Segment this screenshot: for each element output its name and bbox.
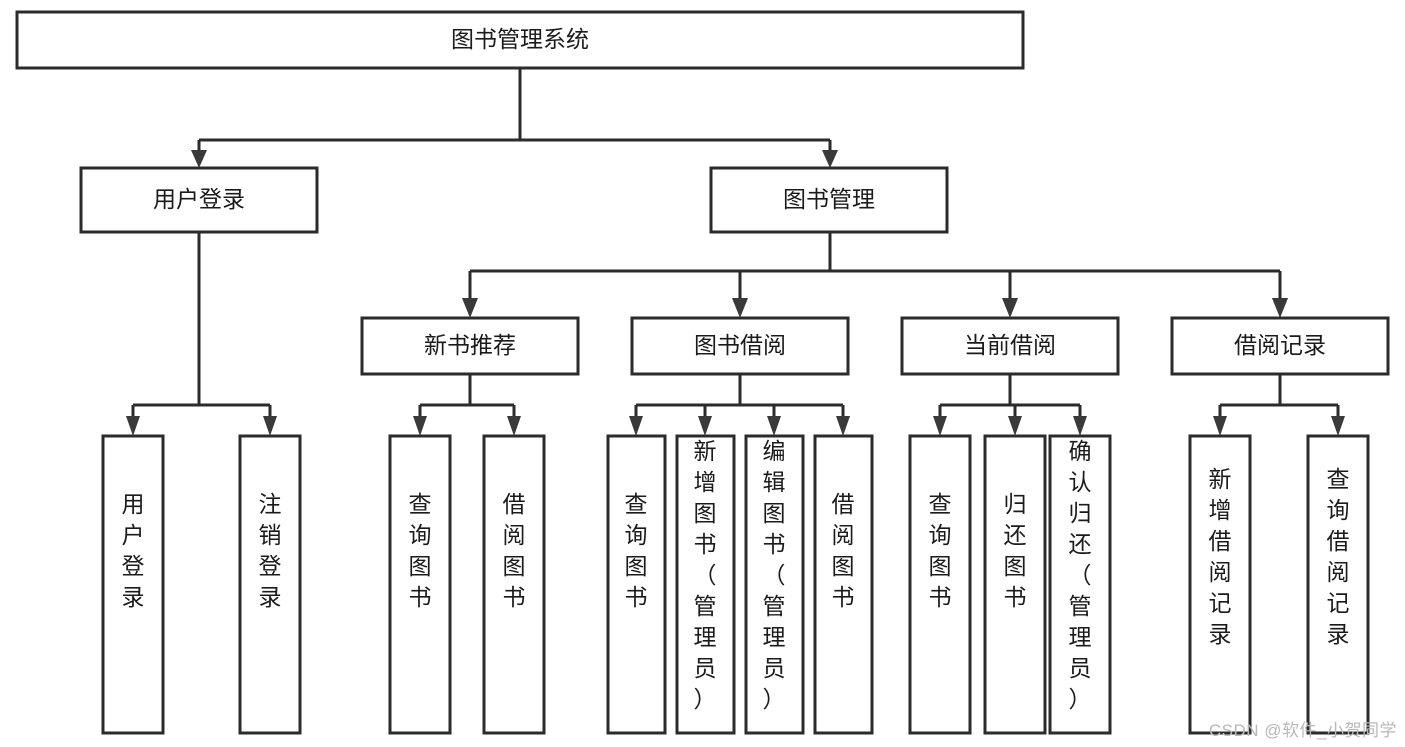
node-leaf-query-book-1-box[interactable]: [388, 434, 452, 735]
node-leaf-query-record[interactable]: 查询借阅记录: [1306, 434, 1370, 735]
node-leaf-add-book-admin[interactable]: 新增图书（管理员）: [675, 434, 736, 735]
node-leaf-edit-book-admin-box[interactable]: [744, 434, 805, 735]
node-leaf-add-record[interactable]: 新增借阅记录: [1188, 434, 1252, 735]
arrow-to-current-borrow: [1002, 298, 1018, 318]
node-current-borrow-label: 当前借阅: [964, 332, 1056, 358]
node-leaf-add-record-box[interactable]: [1188, 434, 1252, 735]
node-user-login-box[interactable]: [79, 166, 319, 234]
node-leaf-logout[interactable]: 注销登录: [238, 434, 302, 735]
node-book-manage[interactable]: 图书管理: [709, 166, 949, 234]
node-current-borrow[interactable]: 当前借阅: [900, 316, 1120, 376]
node-leaf-edit-book-admin[interactable]: 编辑图书（管理员）: [744, 434, 805, 735]
node-leaf-confirm-return-admin-box[interactable]: [1048, 434, 1112, 735]
node-leaf-logout-box[interactable]: [238, 434, 302, 735]
node-leaf-query-book-3-label: 查询图书: [929, 491, 952, 610]
connector-group-user-login-to-leaves: [126, 232, 277, 436]
node-leaf-user-login-box[interactable]: [101, 434, 165, 735]
node-leaf-query-book-1-label: 查询图书: [409, 491, 432, 610]
arrow-to-leaf-query-book-3: [933, 416, 947, 436]
arrow-to-leaf-add-book-admin: [698, 416, 712, 436]
node-leaf-query-book-2-box[interactable]: [606, 434, 667, 735]
node-leaf-query-book-1[interactable]: 查询图书: [388, 434, 452, 735]
node-root-label: 图书管理系统: [451, 26, 589, 52]
connector-group-book-manage-to-level3: [462, 232, 1288, 318]
node-leaf-logout-label: 注销登录: [259, 491, 282, 610]
node-leaf-user-login-label: 用户登录: [122, 491, 145, 610]
node-book-manage-box[interactable]: [709, 166, 949, 234]
node-leaf-query-book-2[interactable]: 查询图书: [606, 434, 667, 735]
node-leaf-return-book-box[interactable]: [983, 434, 1047, 735]
node-current-borrow-box[interactable]: [900, 316, 1120, 376]
node-new-book-rec-label: 新书推荐: [424, 332, 516, 358]
node-new-book-rec[interactable]: 新书推荐: [360, 316, 580, 376]
arrow-to-borrow-record: [1272, 298, 1288, 318]
node-leaf-query-book-3-box[interactable]: [908, 434, 972, 735]
arrow-to-leaf-query-book-1: [413, 416, 427, 436]
node-leaf-borrow-book-2[interactable]: 借阅图书: [813, 434, 874, 735]
connector-group-borrow-record-to-leaves: [1213, 374, 1345, 436]
arrow-to-leaf-query-record: [1331, 416, 1345, 436]
node-borrow-record-box[interactable]: [1170, 316, 1390, 376]
node-leaf-return-book[interactable]: 归还图书: [983, 434, 1047, 735]
arrow-to-leaf-logout: [263, 416, 277, 436]
node-leaf-query-book-3[interactable]: 查询图书: [908, 434, 972, 735]
node-root[interactable]: 图书管理系统: [15, 10, 1025, 70]
arrow-to-user-login: [191, 150, 207, 168]
node-leaf-borrow-book-2-label: 借阅图书: [832, 491, 855, 610]
node-leaf-return-book-label: 归还图书: [1004, 491, 1027, 610]
node-leaf-edit-book-admin-label: 编辑图书（管理员）: [763, 438, 786, 712]
arrow-to-leaf-add-record: [1213, 416, 1227, 436]
node-user-login[interactable]: 用户登录: [79, 166, 319, 234]
node-root-box[interactable]: [15, 10, 1025, 70]
arrow-to-leaf-borrow-book-1: [507, 416, 521, 436]
arrow-to-leaf-edit-book-admin: [767, 416, 781, 436]
node-leaf-confirm-return-admin-label: 确认归还（管理员）: [1069, 438, 1092, 712]
connector-group-book-borrow-to-leaves: [629, 374, 850, 436]
connector-group-new-book-rec-to-leaves: [413, 374, 521, 436]
node-leaf-add-book-admin-box[interactable]: [675, 434, 736, 735]
node-leaf-add-book-admin-label: 新增图书（管理员）: [694, 438, 717, 712]
node-leaf-user-login[interactable]: 用户登录: [101, 434, 165, 735]
node-leaf-query-record-box[interactable]: [1306, 434, 1370, 735]
node-leaf-borrow-book-2-box[interactable]: [813, 434, 874, 735]
node-new-book-rec-box[interactable]: [360, 316, 580, 376]
node-leaf-query-book-2-label: 查询图书: [625, 491, 648, 610]
arrow-to-book-manage: [822, 150, 838, 168]
node-leaf-query-record-label: 查询借阅记录: [1327, 466, 1350, 647]
arrow-to-leaf-query-book-2: [629, 416, 643, 436]
node-leaf-borrow-book-1[interactable]: 借阅图书: [482, 434, 546, 735]
node-book-borrow[interactable]: 图书借阅: [630, 316, 850, 376]
node-leaf-confirm-return-admin[interactable]: 确认归还（管理员）: [1048, 434, 1112, 735]
node-borrow-record[interactable]: 借阅记录: [1170, 316, 1390, 376]
node-leaf-add-record-label: 新增借阅记录: [1209, 466, 1232, 647]
node-leaf-borrow-book-1-box[interactable]: [482, 434, 546, 735]
arrow-to-leaf-borrow-book-2: [836, 416, 850, 436]
node-borrow-record-label: 借阅记录: [1234, 332, 1326, 358]
node-book-manage-label: 图书管理: [783, 186, 875, 212]
arrow-to-book-borrow: [732, 298, 748, 318]
node-user-login-label: 用户登录: [153, 186, 245, 212]
arrow-to-leaf-confirm-return-admin: [1073, 416, 1087, 436]
connector-group-root-to-level2: [191, 68, 838, 168]
node-book-borrow-box[interactable]: [630, 316, 850, 376]
node-leaf-borrow-book-1-label: 借阅图书: [503, 491, 526, 610]
arrow-to-leaf-return-book: [1008, 416, 1022, 436]
node-book-borrow-label: 图书借阅: [694, 332, 786, 358]
connector-group-current-borrow-to-leaves: [933, 374, 1087, 436]
arrow-to-new-book-rec: [462, 298, 478, 318]
arrow-to-leaf-user-login: [126, 416, 140, 436]
